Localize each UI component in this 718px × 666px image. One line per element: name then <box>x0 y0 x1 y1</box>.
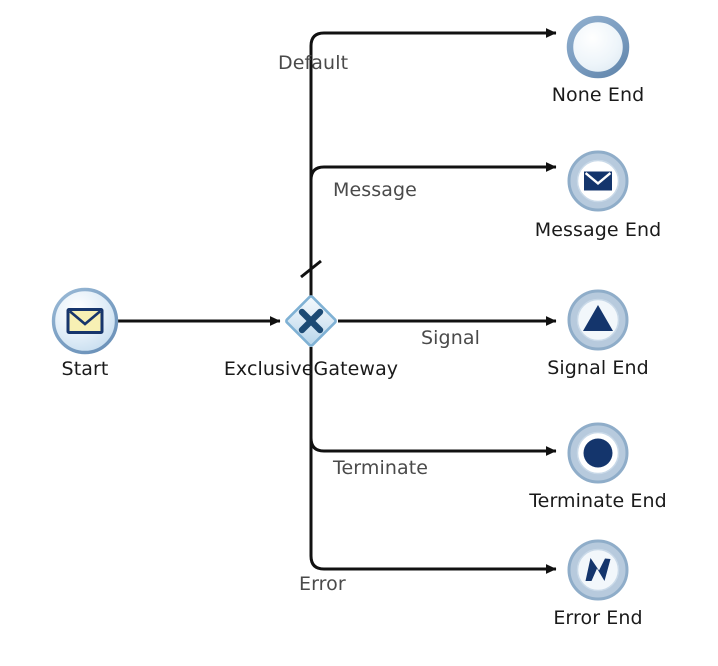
end-event-signal <box>567 289 629 351</box>
flow-label-error: Error <box>299 573 346 595</box>
none-end-icon[interactable] <box>566 15 630 79</box>
triangle-filled-icon <box>583 305 613 331</box>
node-label-exclusive-gateway: ExclusiveGateway <box>223 358 399 380</box>
x-cross-icon <box>298 308 324 334</box>
exclusive-gateway <box>285 295 337 347</box>
sequence-flow-layer <box>117 28 557 574</box>
node-label-none-end: None End <box>551 84 645 106</box>
flow-label-signal: Signal <box>421 327 480 349</box>
filled-disc-icon <box>583 438 613 468</box>
flow-label-terminate: Terminate <box>333 457 429 479</box>
start-event-message <box>51 287 119 355</box>
flow-error <box>309 347 557 574</box>
flow-message <box>309 162 557 296</box>
end-event-message <box>567 150 629 212</box>
node-label-error-end: Error End <box>553 607 643 629</box>
node-label-terminate-end: Terminate End <box>529 490 667 512</box>
envelope-filled-icon <box>584 171 612 191</box>
lightning-bolt-icon <box>585 558 611 581</box>
end-event-terminate <box>567 422 629 484</box>
flow-default <box>309 28 557 296</box>
flow-label-default: Default <box>278 52 349 74</box>
end-event-error <box>567 539 629 601</box>
end-event-none <box>566 15 630 79</box>
node-label-message-end: Message End <box>534 219 662 241</box>
node-label-signal-end: Signal End <box>547 357 649 379</box>
default-flow-marker-icon <box>300 259 322 279</box>
envelope-icon <box>66 308 104 334</box>
flow-label-message: Message <box>333 179 417 201</box>
node-label-start: Start <box>61 358 109 380</box>
